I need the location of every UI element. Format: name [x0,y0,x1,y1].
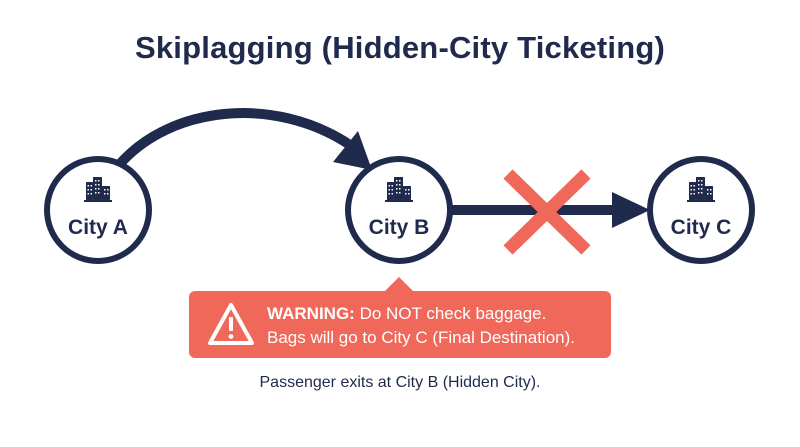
flight-arc-a-to-b [113,108,372,171]
flight-line-b-to-c [450,192,650,228]
warning-message: Do NOT check baggage. [359,304,547,323]
city-label-b: City B [369,216,430,239]
city-label-c: City C [671,216,732,239]
warning-pointer [384,277,414,292]
arrowhead-b-c [612,192,650,228]
warning-triangle-icon [208,303,254,345]
city-node-b: City B [345,156,453,264]
warning-text: WARNING: Do NOT check baggage. Bags will… [267,302,602,350]
cancel-x-icon [503,169,591,255]
diagram-title: Skiplagging (Hidden-City Ticketing) [134,30,665,65]
arrowhead-a-b [333,131,372,170]
city-node-a: City A [44,156,152,264]
warning-label: WARNING: [267,304,355,323]
city-label-a: City A [68,216,128,239]
warning-callout: WARNING: Do NOT check baggage. Bags will… [189,291,611,358]
warning-line-1: WARNING: Do NOT check baggage. [267,302,602,326]
city-node-c: City C [647,156,755,264]
warning-line-2: Bags will go to City C (Final Destinatio… [267,328,576,347]
diagram-caption: Passenger exits at City B (Hidden City). [259,374,541,391]
